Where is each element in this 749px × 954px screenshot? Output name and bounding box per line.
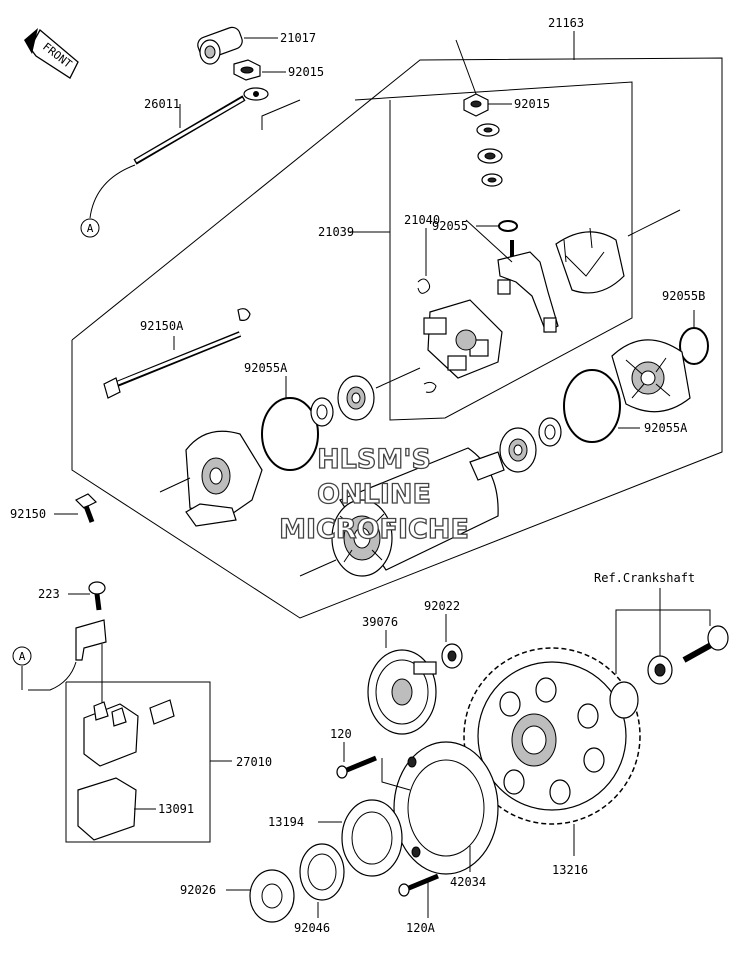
part-label-92022: 92022 xyxy=(424,599,460,613)
starter-relay-27010 xyxy=(83,699,175,767)
relay-assembly-box-27010 xyxy=(65,681,232,843)
part-label-92046: 92046 xyxy=(294,921,330,935)
part-label-42034: 42034 xyxy=(450,875,486,889)
part-label-13091: 13091 xyxy=(158,802,194,816)
relay-cover-13091 xyxy=(77,777,156,841)
washer-92026 xyxy=(226,869,295,923)
part-label-92055A-right: 92055A xyxy=(644,421,688,435)
part-label-21040: 21040 xyxy=(404,213,440,227)
needle-bearing-92046 xyxy=(299,843,345,918)
callout-A-top: A xyxy=(80,218,100,238)
bolt-92150 xyxy=(54,493,98,523)
o-ring-92055B xyxy=(679,310,709,365)
part-label-92055B: 92055B xyxy=(662,289,705,303)
o-ring-92055A-left xyxy=(261,376,319,471)
brush-spring-21040 xyxy=(417,228,437,393)
terminal-cap-21017 xyxy=(197,26,278,65)
part-label-92015-right: 92015 xyxy=(514,97,550,111)
relay-bracket xyxy=(28,619,107,706)
part-label-92150: 92150 xyxy=(10,507,46,521)
part-label-21163: 21163 xyxy=(548,16,584,30)
idle-gear-39076 xyxy=(367,630,437,735)
part-label-13194: 13194 xyxy=(268,815,304,829)
callout-A-bottom: A xyxy=(12,646,32,690)
part-label-92150A: 92150A xyxy=(140,319,184,333)
part-labels: 21017 92015 21163 26011 92015 92055 2104… xyxy=(10,16,705,935)
starter-cable-26011 xyxy=(89,87,269,219)
front-end-cover xyxy=(159,430,263,527)
callout-A-bottom-label: A xyxy=(19,650,26,663)
part-label-92026: 92026 xyxy=(180,883,216,897)
bearing-left-pair xyxy=(310,367,421,427)
bolt-120 xyxy=(336,742,411,791)
washer-stack xyxy=(455,39,518,232)
callout-A-top-label: A xyxy=(87,222,94,235)
watermark: HLSM'S ONLINE MICROFICHE xyxy=(278,443,469,545)
part-label-120A: 120A xyxy=(406,921,436,935)
part-label-120: 120 xyxy=(330,727,352,741)
assembly-outline-21163 xyxy=(71,57,723,619)
screw-223 xyxy=(68,581,106,611)
watermark-line-3: MICROFICHE xyxy=(279,514,469,545)
part-label-92055A-left: 92055A xyxy=(244,361,288,375)
assembly-outline-21039 xyxy=(348,81,633,421)
part-label-ref-crankshaft: Ref.Crankshaft xyxy=(594,571,695,585)
end-cover-right xyxy=(611,339,691,413)
part-label-21039: 21039 xyxy=(318,225,354,239)
starter-motor-body xyxy=(299,447,505,577)
watermark-line-2: ONLINE xyxy=(317,479,431,510)
nut-92015-top xyxy=(233,59,286,81)
part-label-92055: 92055 xyxy=(432,219,468,233)
part-label-92015-top: 92015 xyxy=(288,65,324,79)
watermark-line-1: HLSM'S xyxy=(317,444,431,475)
brush-holder xyxy=(423,299,503,379)
starter-clutch-42034 xyxy=(393,741,499,875)
yoke-cover xyxy=(555,209,681,294)
bearing-right-pair xyxy=(499,417,562,473)
brush-plate-assembly xyxy=(417,219,559,393)
crankshaft-ref-parts xyxy=(609,588,729,719)
part-label-27010: 27010 xyxy=(236,755,272,769)
part-label-26011: 26011 xyxy=(144,97,180,111)
part-label-13216: 13216 xyxy=(552,863,588,877)
washer-92022 xyxy=(441,614,463,669)
o-ring-92055A-right xyxy=(563,369,640,443)
front-direction-marker: FRONT xyxy=(24,28,79,79)
part-label-21017: 21017 xyxy=(280,31,316,45)
one-way-clutch-13194 xyxy=(318,799,403,877)
starter-clutch-gear-13216 xyxy=(463,647,641,856)
part-label-223: 223 xyxy=(38,587,60,601)
through-bolt-92150A xyxy=(103,308,251,399)
bolt-120A xyxy=(398,873,439,918)
part-label-39076: 39076 xyxy=(362,615,398,629)
